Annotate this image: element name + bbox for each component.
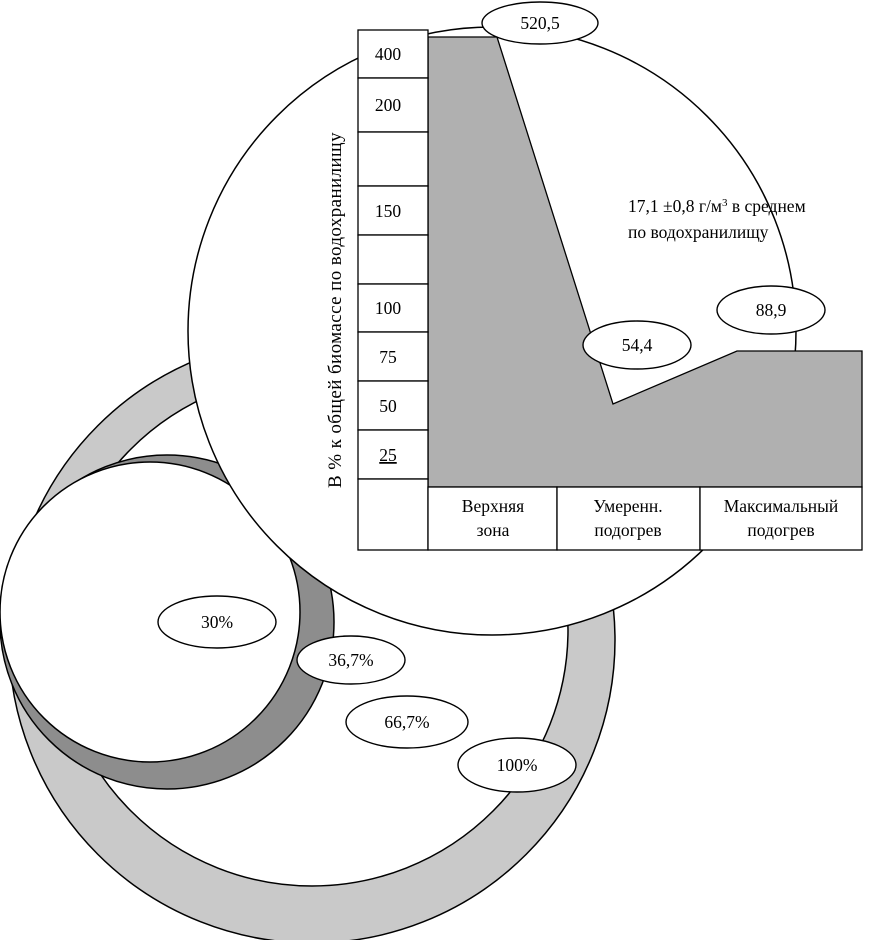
callout-ellipse bbox=[582, 320, 692, 370]
callout-value: 36,7% bbox=[328, 650, 373, 670]
callout-88-9: 88,9 bbox=[716, 285, 826, 335]
y-tick-25: 25 bbox=[379, 445, 397, 465]
y-scale-box bbox=[357, 283, 429, 333]
y-scale-box bbox=[357, 131, 429, 187]
callout-ellipse bbox=[345, 695, 469, 749]
y-axis-label: В % к общей биомассе по водохранилищу bbox=[325, 132, 346, 488]
callout-ellipse bbox=[157, 595, 277, 649]
callout-ellipse bbox=[457, 737, 577, 793]
annotation-text: в среднем bbox=[727, 196, 805, 216]
callout-36-7-percent: 36,7% bbox=[296, 635, 406, 685]
x-axis-categories: Верхняя зона Умеренн. подогрев Максималь… bbox=[427, 486, 863, 551]
y-scale-box bbox=[357, 380, 429, 431]
callout-value: 30% bbox=[201, 612, 233, 632]
annotation-superscript: 3 bbox=[722, 197, 728, 209]
callout-value: 520,5 bbox=[520, 13, 560, 33]
callout-66-7-percent: 66,7% bbox=[345, 695, 469, 749]
y-tick-200: 200 bbox=[375, 95, 402, 115]
callout-ellipse bbox=[481, 1, 599, 45]
category-label: Верхняя bbox=[462, 496, 524, 516]
callout-30-percent: 30% bbox=[157, 595, 277, 649]
callout-520-5: 520,5 bbox=[481, 1, 599, 45]
y-tick-75: 75 bbox=[379, 347, 397, 367]
callout-value: 66,7% bbox=[384, 712, 429, 732]
y-tick-50: 50 bbox=[379, 396, 397, 416]
y-scale-box bbox=[357, 185, 429, 236]
callout-100-percent: 100% bbox=[457, 737, 577, 793]
callout-value: 88,9 bbox=[756, 300, 787, 320]
callout-54-4: 54,4 bbox=[582, 320, 692, 370]
annotation-line2: по водохранилищу bbox=[628, 222, 769, 242]
category-cell-maximum bbox=[699, 486, 863, 551]
y-scale-box bbox=[357, 29, 429, 79]
annotation-line1: 17,1 ±0,8 г/м3 в среднем bbox=[628, 196, 806, 216]
callout-value: 54,4 bbox=[622, 335, 653, 355]
y-scale-box bbox=[357, 331, 429, 382]
category-label: подогрев bbox=[594, 520, 661, 540]
value-callouts: 520,5 54,4 88,9 30% 36,7% 66,7% 100% bbox=[157, 1, 826, 793]
y-tick-400: 400 bbox=[375, 44, 402, 64]
y-tick-100: 100 bbox=[375, 298, 402, 318]
y-scale-box bbox=[357, 77, 429, 133]
category-cell-moderate bbox=[556, 486, 701, 551]
annotation-text: 17,1 ±0,8 г/м bbox=[628, 196, 722, 216]
callout-ellipse bbox=[296, 635, 406, 685]
y-scale-box bbox=[357, 234, 429, 285]
callout-value: 100% bbox=[497, 755, 538, 775]
y-tick-150: 150 bbox=[375, 201, 402, 221]
circle-30-percent bbox=[0, 461, 301, 763]
y-scale-box bbox=[357, 478, 429, 551]
category-label: подогрев bbox=[747, 520, 814, 540]
y-axis-scale: 400 200 150 100 75 50 25 bbox=[357, 29, 429, 551]
category-label: Максимальный bbox=[724, 496, 839, 516]
callout-ellipse bbox=[716, 285, 826, 335]
category-label: зона bbox=[477, 520, 510, 540]
category-label: Умеренн. bbox=[593, 496, 662, 516]
